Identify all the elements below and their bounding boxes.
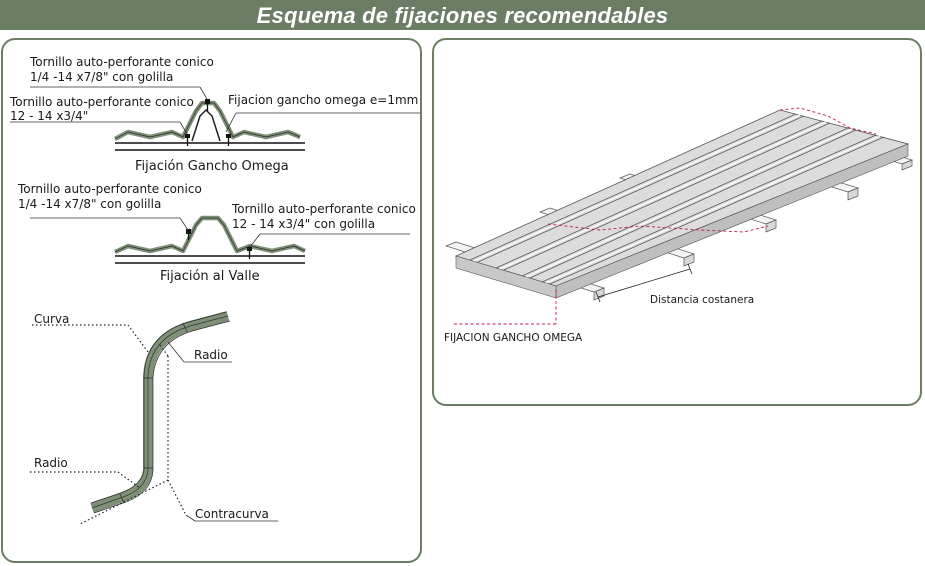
- screw-left-icon: [185, 134, 190, 146]
- page-title: Esquema de fijaciones recomendables: [256, 3, 669, 28]
- valle-screw-left-icon: [186, 229, 191, 240]
- curva-label: Curva: [34, 312, 69, 326]
- valle-fixing-detail: Tornillo auto-perforante conico 1/4 -14 …: [17, 182, 416, 284]
- omega-screw-left-line2: 12 - 14 x3/4": [10, 109, 88, 123]
- title-bar: [0, 0, 925, 30]
- omega-screw-top-line2: 1/4 -14 x7/8" con golilla: [30, 70, 173, 84]
- valle-screw-right-line1: Tornillo auto-perforante conico: [231, 202, 416, 216]
- screw-right-icon: [226, 134, 231, 146]
- omega-hook: [191, 108, 221, 142]
- roof-sheet: [454, 109, 910, 287]
- omega-fixing-detail: Tornillo auto-perforante conico 1/4 -14 …: [9, 55, 420, 174]
- valle-screw-left-line2: 1/4 -14 x7/8" con golilla: [18, 197, 161, 211]
- omega-caption: Fijación Gancho Omega: [135, 159, 289, 174]
- contracurva-label: Contracurva: [195, 507, 269, 521]
- distancia-dimension: [595, 263, 693, 303]
- fijacion-omega-label: FIJACION GANCHO OMEGA: [444, 332, 583, 344]
- valle-caption: Fijación al Valle: [160, 269, 260, 284]
- curved-sheet-profile: [90, 311, 230, 513]
- valle-screw-left-line1: Tornillo auto-perforante conico: [17, 182, 202, 196]
- valle-screw-right-line2: 12 - 14 x3/4" con golilla: [232, 217, 375, 231]
- distancia-label: Distancia costanera: [650, 294, 754, 306]
- curved-sheet-detail: Curva Radio Radio Contracurva: [30, 311, 278, 525]
- omega-hook-label: Fijacion gancho omega e=1mm: [228, 93, 418, 107]
- radio-bottom-label: Radio: [34, 456, 68, 470]
- radio-top-label: Radio: [194, 348, 228, 362]
- isometric-roof: Distancia costanera FIJACION GANCHO OMEG…: [444, 107, 914, 344]
- screw-top-icon: [205, 99, 210, 112]
- valle-screw-right-icon: [247, 247, 252, 259]
- omega-screw-left-line1: Tornillo auto-perforante conico: [9, 95, 194, 109]
- left-panel: [1, 38, 422, 563]
- omega-screw-top-line1: Tornillo auto-perforante conico: [29, 55, 214, 69]
